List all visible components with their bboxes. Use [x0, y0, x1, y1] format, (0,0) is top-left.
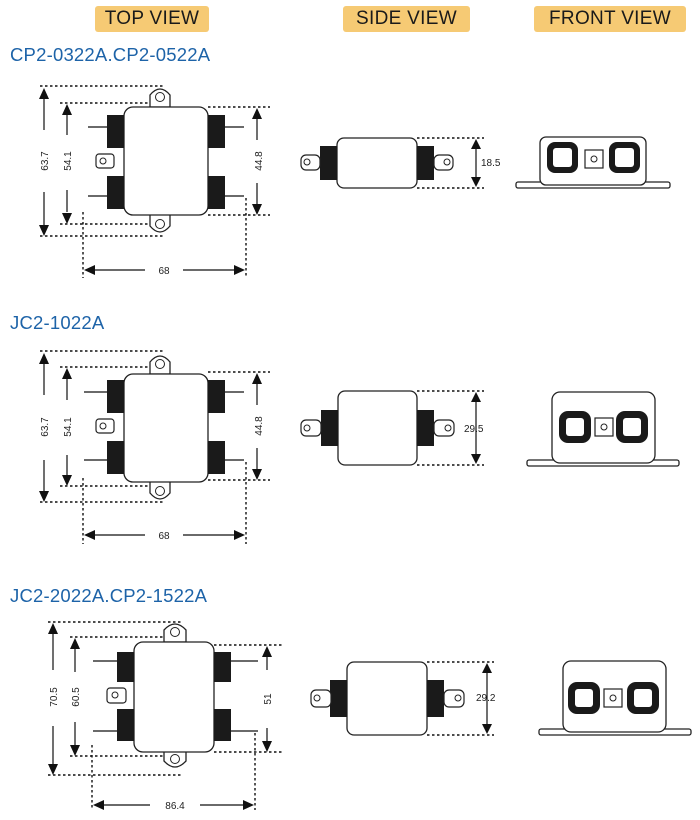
section-model-1: 63.7 54.1 44.8 68 18.5	[0, 0, 700, 305]
side-view-drawing-1: 18.5	[300, 137, 501, 189]
model-title-1: CP2-0322A.CP2-0522A	[10, 44, 211, 65]
top-view-drawing-1: 63.7 54.1 44.8 68	[39, 85, 270, 278]
front-view-drawing-1	[515, 136, 671, 189]
dim-side-height-3: 29.2	[476, 693, 496, 704]
top-view-drawing-2: 63.7 54.1 44.8 68	[39, 350, 270, 544]
top-view-header: TOP VIEW	[95, 6, 209, 32]
dim-overall-height-3: 70.5	[49, 687, 60, 707]
dim-mount-height-1: 54.1	[63, 151, 74, 171]
dim-mount-height-3: 60.5	[71, 687, 82, 707]
dim-side-height-2: 29.5	[464, 424, 484, 435]
dim-mount-height-2: 54.1	[63, 417, 74, 437]
dim-side-height-1: 18.5	[481, 158, 501, 169]
dim-overall-height-2: 63.7	[40, 417, 51, 437]
front-view-header: FRONT VIEW	[534, 6, 686, 32]
dim-terminal-height-3: 51	[263, 693, 274, 705]
dim-width-2: 68	[158, 531, 170, 542]
dim-width-3: 86.4	[165, 801, 185, 812]
side-view-drawing-2: 29.5	[300, 390, 484, 466]
side-view-header: SIDE VIEW	[343, 6, 470, 32]
top-view-drawing-3: 70.5 60.5 51 86.4	[48, 621, 282, 812]
model-title-3: JC2-2022A.CP2-1522A	[10, 585, 208, 606]
dim-terminal-height-2: 44.8	[254, 416, 265, 436]
front-view-drawing-2	[526, 391, 680, 467]
dim-overall-height-1: 63.7	[40, 151, 51, 171]
model-title-2: JC2-1022A	[10, 312, 105, 333]
front-view-drawing-3	[538, 660, 692, 736]
dim-terminal-height-1: 44.8	[254, 151, 265, 171]
side-view-drawing-3: 29.2	[310, 661, 496, 736]
drawing-model-1: 63.7 54.1 44.8 68 18.5	[39, 85, 671, 278]
dim-width-1: 68	[158, 266, 170, 277]
